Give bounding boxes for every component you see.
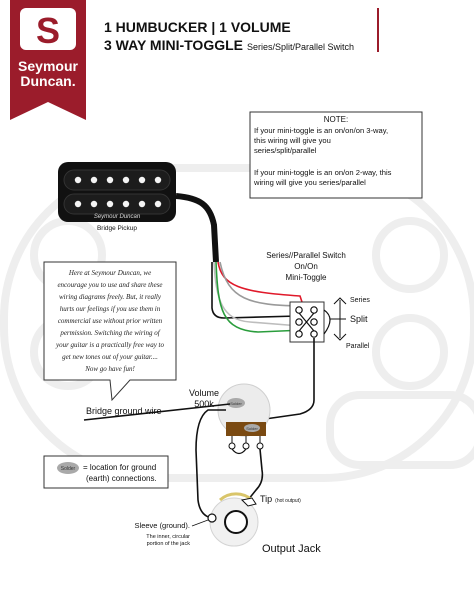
- note-title: NOTE:: [324, 115, 348, 124]
- switch-title-l2: On/On: [294, 262, 318, 271]
- speech-l4: hurts our feelings if you use them in: [60, 305, 161, 313]
- legend-solder-icon: [57, 462, 79, 474]
- switch-jumper: [323, 309, 331, 335]
- sleeve-pointer: [191, 519, 209, 527]
- wire-switch-to-pot: [257, 338, 315, 421]
- jack-sleeve-label: Sleeve (ground).: [135, 521, 190, 530]
- pickup-label: Bridge Pickup: [97, 225, 137, 232]
- legend-solder-label: Solder: [61, 466, 76, 472]
- speech-bubble: Here at Seymour Duncan, we encourage you…: [43, 261, 177, 402]
- logo-badge: [20, 8, 76, 50]
- switch-position-indicator: [330, 297, 347, 341]
- note-p2-l1: If your mini-toggle is an on/on 2-way, t…: [254, 168, 392, 177]
- wire-red: [217, 261, 305, 309]
- pickup-lead-wires: [211, 261, 305, 333]
- humbucker-pickup: Seymour Duncan Bridge Pickup: [58, 162, 176, 232]
- pot-top-solder-label: Solder: [230, 401, 242, 406]
- output-jack: [207, 492, 259, 547]
- brand-name-line1: Seymour: [18, 58, 78, 74]
- page-title-line1: 1 HUMBUCKER | 1 VOLUME: [104, 19, 291, 35]
- note-p2-l2: wiring will give you series/parallel: [253, 178, 366, 187]
- jack-tip-lug: [240, 497, 257, 507]
- switch-title-l1: Series//Parallel Switch: [266, 251, 346, 260]
- page-title-line2: 3 WAY MINI-TOGGLE Series/Split/Parallel S…: [104, 37, 354, 53]
- legend-text-l1: = location for ground: [83, 463, 156, 472]
- switch-lugs: [295, 306, 318, 338]
- pot-side-solder-label: Solder: [246, 426, 258, 431]
- jack-sleeve-desc-l3: portion of the jack: [147, 541, 191, 547]
- wire-pot-ground-to-jack: [195, 409, 226, 519]
- speech-l2: encourage you to use and share these: [57, 281, 162, 289]
- logo-letter-icon: S: [36, 10, 60, 51]
- volume-label-l2: 500k: [194, 399, 214, 409]
- jack-tip-label: Tip(hot output): [260, 494, 301, 504]
- pot-lug-jumper: [231, 448, 247, 455]
- speech-l3: wiring diagrams freely. But, it really: [59, 293, 162, 301]
- wire-black: [211, 262, 299, 319]
- speech-l1: Here at Seymour Duncan, we: [68, 269, 151, 277]
- speech-l8: get new tones out of your guitar....: [62, 353, 158, 361]
- switch-title-l3: Mini-Toggle: [286, 273, 327, 282]
- title-sub: Series/Split/Parallel Switch: [247, 42, 354, 52]
- speech-l5: commercial use without prior written: [58, 317, 163, 325]
- wire-bare: [219, 261, 301, 307]
- bridge-ground-label: Bridge ground wire: [86, 406, 162, 416]
- legend-text-l2: (earth) connections.: [86, 474, 157, 483]
- volume-pot: Solder Solder: [217, 383, 271, 455]
- pot-side-solder: [244, 424, 260, 432]
- pole-pieces: [74, 176, 162, 208]
- note-p1-l2: this wiring will give you: [254, 136, 331, 145]
- pot-top-solder: [227, 398, 245, 408]
- switch-pos-parallel: Parallel: [346, 343, 370, 350]
- wire-pot-output-to-tip: [247, 448, 264, 501]
- note-p1-l3: series/split/parallel: [254, 146, 317, 155]
- pickup-brand: Seymour Duncan: [94, 214, 141, 220]
- title-main: 3 WAY MINI-TOGGLE: [104, 37, 243, 53]
- note-box: NOTE: If your mini-toggle is an on/on/on…: [249, 111, 423, 199]
- pot-lugs: [228, 442, 264, 450]
- jack-sleeve-desc-l2: The inner, circular: [146, 534, 190, 540]
- bridge-ground-wire: [83, 403, 231, 421]
- solder-legend: Solder = location for ground (earth) con…: [43, 455, 169, 489]
- mini-toggle-switch: [289, 301, 331, 343]
- speech-l9: Now go have fun!: [84, 365, 135, 373]
- jack-sleeve-lug: [207, 513, 217, 523]
- switch-pos-series: Series: [350, 297, 370, 304]
- volume-label-l1: Volume: [189, 388, 219, 398]
- speech-l7: your guitar is a practically free way to: [55, 341, 165, 349]
- pickup-cable: [175, 193, 219, 263]
- output-jack-label: Output Jack: [262, 543, 321, 555]
- speech-l6: permission. Switching the wiring of: [59, 329, 160, 337]
- wire-green: [215, 261, 305, 333]
- brand-banner: S Seymour Duncan.: [10, 0, 86, 120]
- note-p1-l1: If your mini-toggle is an on/on/on 3-way…: [254, 126, 388, 135]
- wire-white: [213, 261, 301, 327]
- switch-pos-split: Split: [350, 314, 368, 324]
- brand-name-line2: Duncan.: [20, 73, 75, 89]
